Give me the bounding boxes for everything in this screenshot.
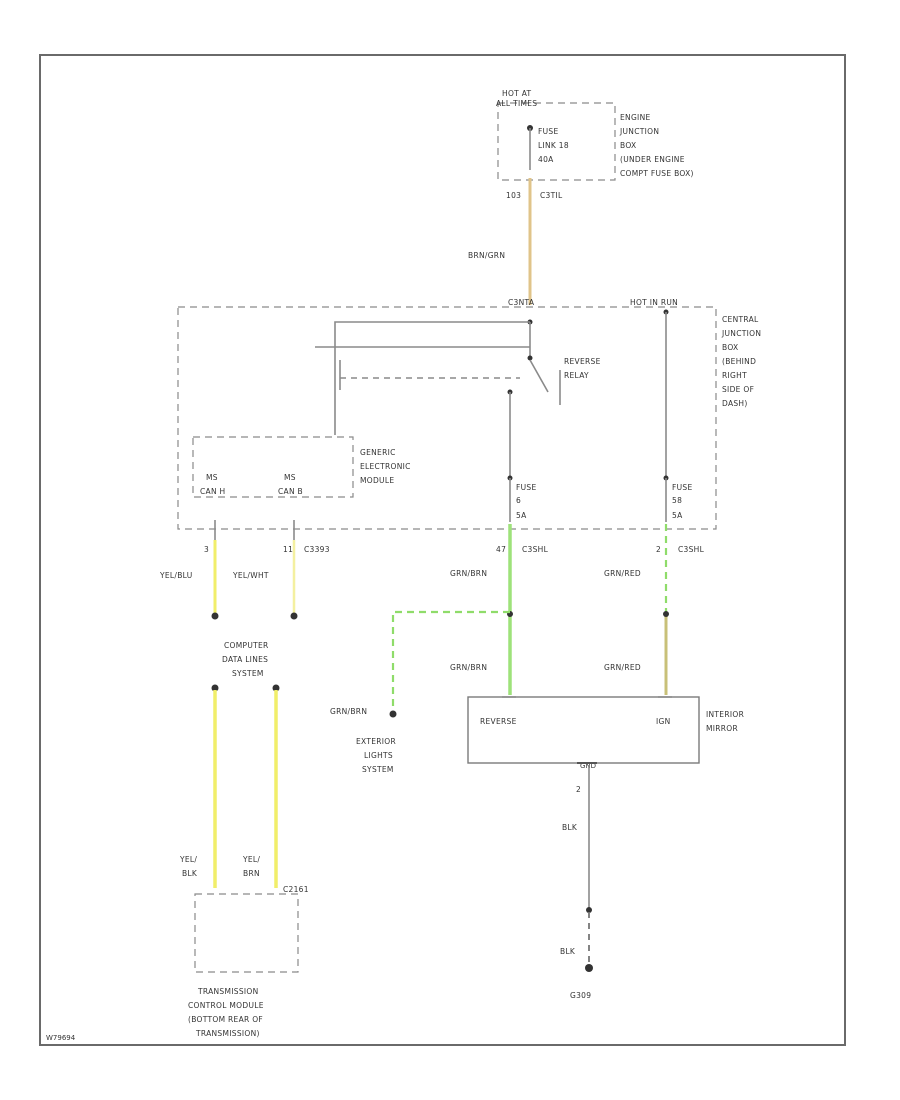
mirror-gnd-label: GND	[580, 762, 596, 770]
wire-label-grn-brn-lower: GRN/BRN	[450, 663, 487, 672]
fuse-link-2: LINK 18	[538, 141, 569, 150]
fuse6-label-1: FUSE	[516, 483, 537, 492]
hot-in-run: HOT IN RUN	[630, 298, 678, 307]
data-lines-label-2: DATA LINES	[222, 655, 268, 664]
wire-label-yel-wht: YEL/WHT	[232, 571, 269, 580]
pin-3: 3	[204, 545, 209, 554]
cjb-label-7: DASH)	[722, 399, 748, 408]
fuse6-label-2: 6	[516, 496, 521, 505]
pin-47: 47	[496, 545, 506, 554]
gem-label-2: ELECTRONIC	[360, 462, 411, 471]
cjb-top-connector: C3NTA	[508, 298, 535, 307]
wire-label-grn-brn-upper: GRN/BRN	[450, 569, 487, 578]
ejb-label-5: COMPT FUSE BOX)	[620, 169, 694, 178]
gem-label-3: MODULE	[360, 476, 394, 485]
data-lines-dot-left	[211, 684, 219, 692]
tcm-name-3: (BOTTOM REAR OF	[188, 1015, 263, 1024]
wire-label-blk-2: BLK	[560, 947, 576, 956]
tcm-connector: C2161	[283, 885, 309, 894]
cjb-label-3: BOX	[722, 343, 738, 352]
fuse58-label-3: 5A	[672, 511, 683, 520]
blk-splice-dot	[586, 907, 592, 913]
tcm-wire-right-1: YEL/	[242, 855, 260, 864]
exterior-label-2: LIGHTS	[364, 751, 393, 760]
wire-label-blk-1: BLK	[562, 823, 578, 832]
reverse-relay-label-1: REVERSE	[564, 357, 601, 366]
mirror-reverse-label: REVERSE	[480, 717, 517, 726]
tcm-name-2: CONTROL MODULE	[188, 1001, 264, 1010]
exterior-wire-label: GRN/BRN	[330, 707, 367, 716]
cjb-wire-to-gem	[334, 321, 530, 435]
mirror-name-2: MIRROR	[706, 724, 738, 733]
wire-label-yel-blu: YEL/BLU	[159, 571, 193, 580]
ejb-pin: 103	[506, 191, 521, 200]
gem-ms-left-2: CAN H	[200, 487, 226, 496]
pin-2: 2	[656, 545, 661, 554]
fuse-link-1: FUSE	[538, 127, 559, 136]
reverse-relay-label-2: RELAY	[564, 371, 589, 380]
ground-g309-dot	[585, 964, 593, 972]
mirror-gnd-pin: 2	[576, 785, 581, 794]
tcm-wire-left-1: YEL/	[179, 855, 197, 864]
mirror-name-1: INTERIOR	[706, 710, 744, 719]
wire-label-grn-red-upper: GRN/RED	[604, 569, 641, 578]
cjb-label-5: RIGHT	[722, 371, 747, 380]
diagram-id: W79694	[46, 1034, 76, 1042]
ejb-label-3: BOX	[620, 141, 636, 150]
relay-contact-dot	[527, 355, 533, 361]
ejb-label-4: (UNDER ENGINE	[620, 155, 685, 164]
gem-label-1: GENERIC	[360, 448, 396, 457]
ground-g309-label: G309	[570, 991, 591, 1000]
grn-red-splice-dot	[663, 611, 669, 617]
hot-at-all-times-1: HOT AT	[502, 89, 532, 98]
tcm-wire-left-2: BLK	[182, 869, 198, 878]
generic-electronic-module	[192, 436, 354, 498]
gem-ms-right-2: CAN B	[278, 487, 303, 496]
fuse6-label-3: 5A	[516, 511, 527, 520]
wire-label-brn-grn: BRN/GRN	[468, 251, 505, 260]
cjb-label-4: (BEHIND	[722, 357, 756, 366]
exterior-label-3: SYSTEM	[362, 765, 394, 774]
wire-label-grn-red-lower: GRN/RED	[604, 663, 641, 672]
ejb-connector: C3TIL	[540, 191, 563, 200]
data-lines-label-3: SYSTEM	[232, 669, 264, 678]
interior-mirror	[467, 696, 700, 764]
tcm-name-1: TRANSMISSION	[197, 987, 259, 996]
pin-11: 11	[283, 545, 293, 554]
transmission-control-module	[194, 893, 299, 973]
tcm-wire-right-2: BRN	[243, 869, 260, 878]
central-junction-box	[177, 306, 717, 530]
hot-at-all-times-2: ALL TIMES	[496, 99, 537, 108]
fuse58-label-1: FUSE	[672, 483, 693, 492]
fuse58-label-2: 58	[672, 496, 682, 505]
engine-junction-box	[497, 102, 616, 181]
gem-ms-right-1: MS	[284, 473, 296, 482]
tcm-name-4: TRANSMISSION)	[195, 1029, 260, 1038]
connector-c3shl-b: C3SHL	[678, 545, 705, 554]
yel-wht-end-dot	[290, 612, 298, 620]
diagram-border	[39, 54, 846, 1046]
ejb-label-2: JUNCTION	[619, 127, 659, 136]
data-lines-dot-right	[272, 684, 280, 692]
fuse-link-3: 40A	[538, 155, 554, 164]
mirror-ign-label: IGN	[656, 717, 671, 726]
yel-blu-end-dot	[211, 612, 219, 620]
ejb-label-1: ENGINE	[620, 113, 651, 122]
cjb-label-2: JUNCTION	[721, 329, 761, 338]
connector-c3393: C3393	[304, 545, 330, 554]
wire-grn-brn-dashed	[391, 610, 510, 712]
relay-switch-arm	[529, 359, 549, 393]
cjb-label-6: SIDE OF	[722, 385, 754, 394]
exterior-label-1: EXTERIOR	[356, 737, 396, 746]
data-lines-label-1: COMPUTER	[224, 641, 269, 650]
exterior-lights-dot	[389, 710, 397, 718]
connector-c3shl-a: C3SHL	[522, 545, 549, 554]
gem-ms-left-1: MS	[206, 473, 218, 482]
cjb-label-1: CENTRAL	[722, 315, 759, 324]
